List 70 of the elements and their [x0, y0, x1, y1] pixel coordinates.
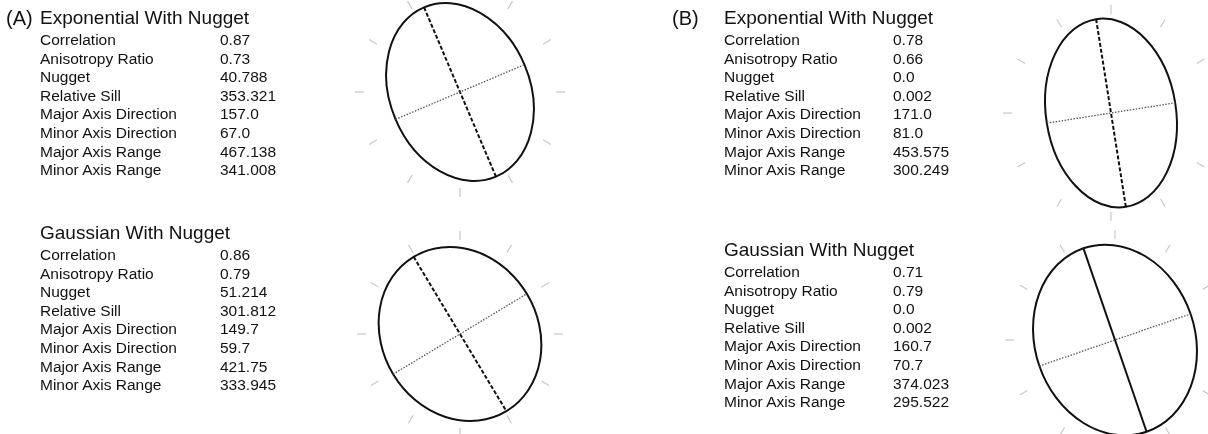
parameter-value: 157.0: [220, 105, 259, 124]
parameter-name: Minor Axis Range: [724, 161, 846, 180]
parameter-name: Minor Axis Range: [724, 393, 846, 412]
parameter-name: Major Axis Direction: [40, 320, 177, 339]
parameter-value: 0.86: [220, 246, 251, 264]
parameter-value: 70.7: [893, 356, 924, 374]
parameter-name: Minor Axis Direction: [724, 356, 861, 374]
panel-label: (B): [672, 6, 699, 30]
parameter-value: 421.75: [220, 357, 268, 376]
parameter-name: Anisotropy Ratio: [724, 281, 838, 300]
parameter-value: 160.7: [893, 337, 932, 356]
parameter-name: Relative Sill: [724, 318, 805, 337]
model-title: Exponential With Nugget: [40, 6, 250, 30]
parameter-value: 353.321: [220, 86, 277, 105]
parameter-name: Anisotropy Ratio: [40, 264, 154, 283]
parameter-name: Minor Axis Range: [40, 161, 162, 180]
parameter-value: 0.79: [893, 281, 924, 300]
parameter-name: Anisotropy Ratio: [724, 49, 838, 68]
parameter-name: Major Axis Range: [40, 142, 162, 161]
parameter-value: 301.812: [220, 301, 277, 320]
panel-label: (A): [6, 6, 33, 30]
parameter-name: Major Axis Range: [724, 374, 846, 393]
model-title: Gaussian With Nugget: [724, 238, 915, 262]
parameter-value: 0.002: [893, 318, 932, 337]
parameter-value: 467.138: [220, 142, 277, 161]
parameter-name: Anisotropy Ratio: [40, 49, 154, 68]
parameter-value: 0.66: [893, 49, 924, 68]
parameter-name: Relative Sill: [724, 86, 805, 105]
model-title: Gaussian With Nugget: [40, 221, 231, 245]
parameter-value: 453.575: [893, 142, 950, 161]
parameter-name: Correlation: [40, 246, 116, 264]
parameter-value: 59.7: [220, 339, 251, 357]
parameter-value: 300.249: [893, 161, 950, 180]
parameter-value: 341.008: [220, 161, 277, 180]
parameter-name: Minor Axis Direction: [724, 124, 861, 142]
parameter-name: Major Axis Range: [40, 357, 162, 376]
parameter-name: Correlation: [724, 263, 800, 281]
parameter-name: Major Axis Direction: [724, 105, 861, 124]
parameter-name: Nugget: [40, 283, 90, 302]
parameter-value: 0.87: [220, 31, 251, 49]
parameter-value: 295.522: [893, 393, 950, 412]
parameter-name: Major Axis Direction: [40, 105, 177, 124]
parameter-value: 81.0: [893, 124, 924, 142]
parameter-name: Minor Axis Range: [40, 376, 162, 395]
parameter-name: Minor Axis Direction: [40, 339, 177, 357]
parameter-name: Major Axis Direction: [724, 337, 861, 356]
parameter-value: 0.002: [893, 86, 932, 105]
parameter-value: 374.023: [893, 374, 950, 393]
parameter-value: 149.7: [220, 320, 259, 339]
parameter-name: Major Axis Range: [724, 142, 846, 161]
parameter-name: Minor Axis Direction: [40, 124, 177, 142]
parameter-value: 51.214: [220, 283, 268, 302]
parameter-name: Correlation: [724, 31, 800, 49]
parameter-name: Correlation: [40, 31, 116, 49]
model-title: Exponential With Nugget: [724, 6, 934, 30]
parameter-value: 0.78: [893, 31, 924, 49]
parameter-value: 0.71: [893, 263, 924, 281]
parameter-value: 0.73: [220, 49, 251, 68]
parameter-name: Nugget: [724, 300, 774, 319]
parameter-value: 0.0: [893, 68, 915, 87]
parameter-value: 40.788: [220, 68, 268, 87]
parameter-name: Nugget: [724, 68, 774, 87]
parameter-value: 0.0: [893, 300, 915, 319]
parameter-name: Relative Sill: [40, 86, 121, 105]
parameter-value: 333.945: [220, 376, 277, 395]
parameter-name: Relative Sill: [40, 301, 121, 320]
parameter-name: Nugget: [40, 68, 90, 87]
parameter-value: 67.0: [220, 124, 251, 142]
parameter-value: 171.0: [893, 105, 932, 124]
parameter-value: 0.79: [220, 264, 251, 283]
